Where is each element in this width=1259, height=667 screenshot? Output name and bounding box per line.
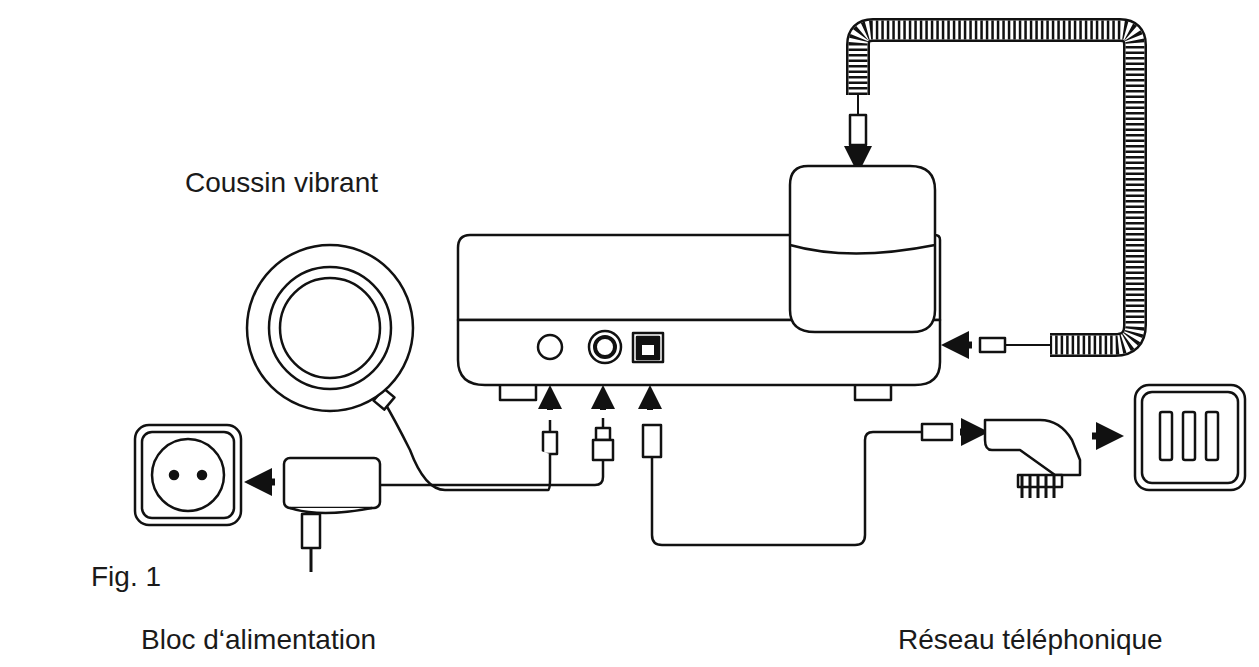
- power-supply: [135, 425, 603, 572]
- figure-number: Fig. 1: [91, 562, 161, 593]
- part-label: Coussin vibrant: [185, 168, 378, 199]
- telephone-line: [652, 385, 1245, 545]
- part-label: Réseau téléphonique: [898, 625, 1163, 656]
- handset: [790, 166, 935, 332]
- plug-arrows: [550, 397, 650, 410]
- plugs: [543, 418, 661, 460]
- part-label: Bloc d‘alimentation: [141, 625, 376, 656]
- vibrating-cushion: [247, 245, 550, 490]
